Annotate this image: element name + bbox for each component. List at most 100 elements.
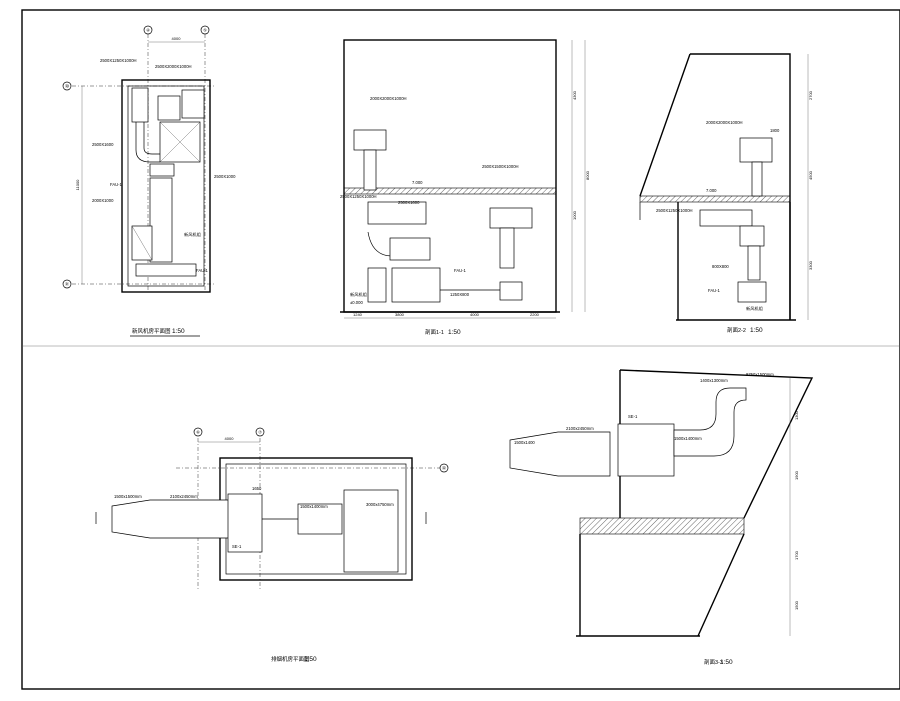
dimension-text: 1240 (353, 312, 363, 317)
duct-size-label: 1500x1500mm (114, 494, 142, 499)
duct-size-label: 1500x1400mm (300, 504, 328, 509)
dimension-text: 11000 (75, 179, 80, 191)
dimension-text: 4500 (808, 170, 813, 180)
elevation-text: 7.000 (412, 180, 423, 185)
grid-bubble (62, 279, 72, 289)
note-label: FAU-1 (454, 268, 467, 273)
dimension-text: 2700 (808, 90, 813, 100)
dimension-text: 1800 (770, 128, 780, 133)
note-label: 新风机组 (746, 305, 763, 312)
dimension-text: 1700 (794, 550, 799, 560)
duct-size-label: 2500X1000 (214, 174, 236, 179)
dimension-text: 3300 (808, 260, 813, 270)
exhaust-fan (227, 493, 263, 553)
grid-bubble (200, 25, 210, 35)
note-label: FAU-1 (196, 268, 209, 273)
grid-bubble (62, 81, 72, 91)
roof-outline (619, 369, 814, 519)
view-title: 剖面2-2 (727, 326, 746, 334)
duct-size-label: 1500x1400 (514, 440, 535, 445)
note-label: 新风机组 (184, 231, 201, 238)
dimension-text: 4300 (572, 90, 577, 100)
duct-size-label: 2000X1000 (92, 198, 114, 203)
view-title: 剖面1-1 (425, 328, 444, 336)
elevation-text: 7.000 (706, 188, 717, 193)
grid-label: ⑦ (258, 430, 262, 435)
duct-size-label: 2500X1600 (398, 200, 420, 205)
view-section-1: 1240 3800 4000 2200 4300 8000 1000 2000X… (340, 39, 590, 336)
grid-label: ⑳ (65, 83, 69, 89)
dimension-text: 4000 (172, 36, 182, 41)
sheet-border (21, 9, 900, 690)
view-title: 排烟机房平面图 (271, 655, 310, 663)
duct-elbow (673, 387, 747, 457)
duct-size-label: 2100x2450mm (170, 494, 198, 499)
vertical-duct (499, 227, 515, 269)
dimension-text: 1500 (794, 600, 799, 610)
duct-size-label: 2500X1600 (92, 142, 114, 147)
duct-size-label: 2500X1500X1000H (482, 164, 519, 169)
exhaust-fan (617, 423, 675, 477)
duct-size-label: 1250X800 (450, 292, 470, 297)
duct-size-label: 2500X2000X1000H (155, 64, 192, 69)
note-label: SE-1 (232, 544, 242, 549)
room-wall (121, 79, 211, 293)
dimension-text: 2200 (530, 312, 540, 317)
duct-size-label: 800X800 (712, 264, 729, 269)
note-label: FAU-1 (110, 182, 123, 187)
view-title: 剖面3-3 (704, 658, 723, 666)
transition-duct (111, 499, 231, 539)
fan-unit (131, 87, 149, 123)
upper-fan-unit (353, 129, 387, 151)
view-scale: 1:50 (750, 327, 763, 334)
view-section-3: 1300 1900 1700 1500 1500x1400 2100x2450m… (509, 369, 814, 666)
view-scale: 1:50 (448, 329, 461, 336)
grid-label: ⑥ (196, 430, 200, 435)
dimension-text: 1000 (572, 210, 577, 220)
duct-size-label: 1400x1300mm (700, 378, 728, 383)
duct-size-label: 1500x1400mm (674, 436, 702, 441)
dimension-text: 4000 (470, 312, 480, 317)
grid-bubble (143, 25, 153, 35)
view-scale: 1:50 (304, 656, 317, 663)
dimension-text: 4000 (225, 436, 235, 441)
duct-size-label: 8750x1500mm (746, 372, 774, 377)
dimension-text: 1650 (252, 486, 262, 491)
duct-size-label: 2000X2000X1000H (706, 120, 743, 125)
equipment-box (737, 281, 767, 303)
note-label: FAU-1 (708, 288, 721, 293)
dimension-text: 1900 (794, 470, 799, 480)
elevation-text: ±0.000 (350, 300, 363, 305)
view-plan-bottom: ⑥ ⑦ ㉒ 4000 1500x1500mm 2100x2450mm 1500x… (95, 427, 449, 663)
grid-label: ㉒ (442, 465, 446, 471)
duct-size-label: 2000X2000X1000H (370, 96, 407, 101)
view-title: 新风机房平面图 (132, 327, 171, 335)
duct-size-label: 3000x4750mm (366, 502, 394, 507)
note-label: 新风机组 (350, 291, 367, 298)
view-section-2: 2700 4500 3300 2000X2000X1000H 1800 2500… (639, 53, 813, 334)
view-plan-top: ④ ⑤ ⑳ ㉑ 4000 11000 2500X1250X1000H 2500X… (62, 25, 236, 337)
duct-elbow (135, 122, 160, 163)
grid-label: ㉑ (65, 281, 69, 287)
duct-size-label: 2500X1250X1000H (656, 208, 693, 213)
view-scale: 1:50 (720, 659, 733, 666)
grid-label: ④ (146, 28, 150, 33)
grid-label: ⑤ (203, 28, 207, 33)
transition-duct (509, 431, 611, 477)
floor-slab (639, 195, 791, 203)
duct-size-label: 2500X1250X1000H (340, 194, 377, 199)
dimension-text: 1300 (794, 410, 799, 420)
floor-slab (579, 517, 745, 535)
dimension-text: 8000 (585, 170, 590, 180)
note-label: SE-1 (628, 414, 638, 419)
duct-size-label: 2500X1250X1000H (100, 58, 137, 63)
duct-size-label: 2100x2450mm (566, 426, 594, 431)
vertical-duct (149, 177, 173, 263)
equipment-box (391, 267, 441, 303)
roof-outline (690, 53, 791, 320)
floor-slab (343, 187, 557, 195)
dimension-text: 3800 (395, 312, 405, 317)
upper-fan-unit (739, 137, 773, 163)
